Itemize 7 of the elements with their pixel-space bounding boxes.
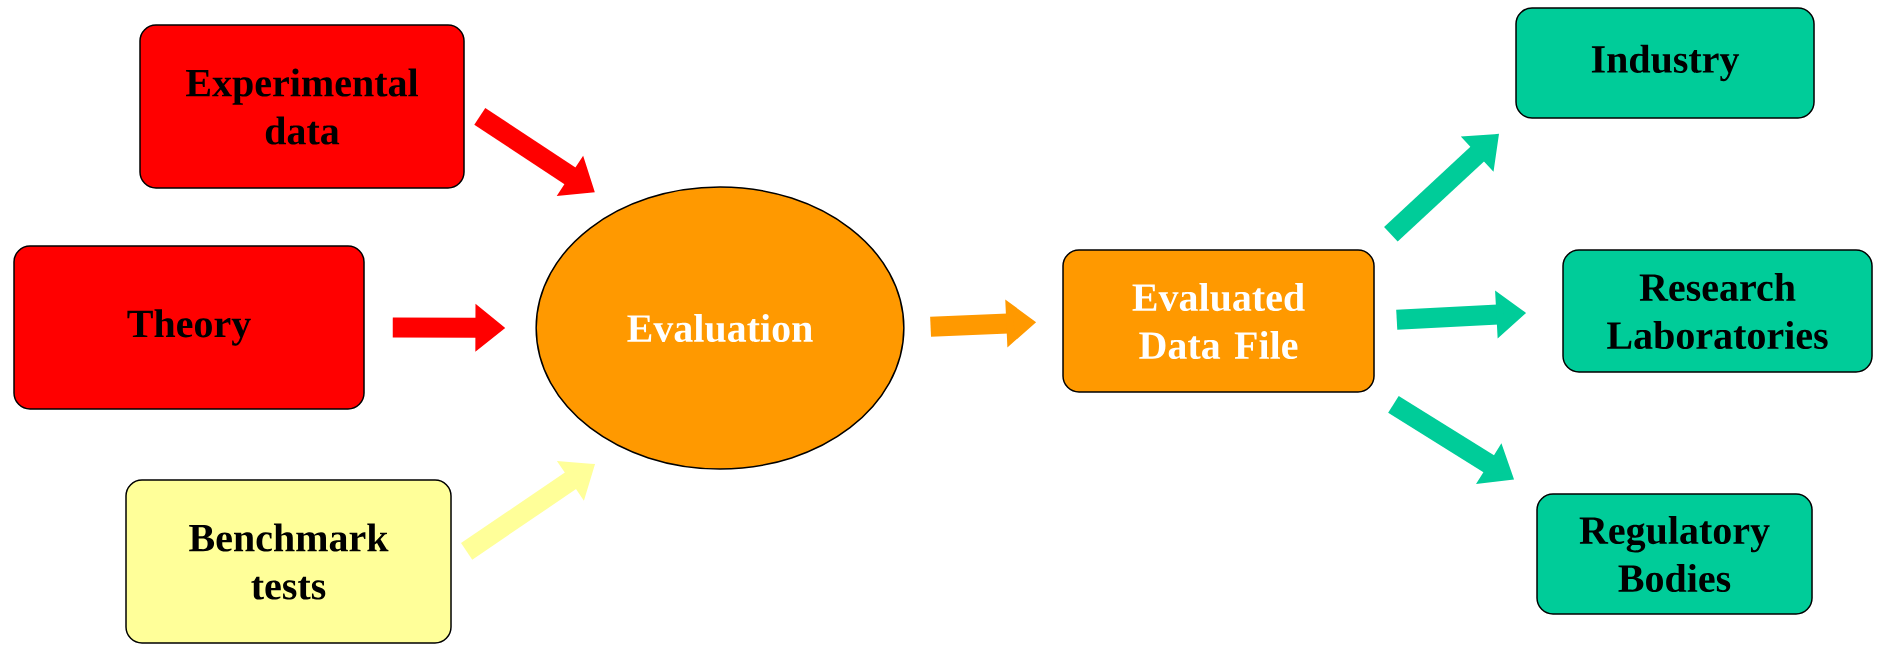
process-box: Industry — [1515, 7, 1815, 119]
process-box: Experimental data — [139, 24, 465, 189]
process-box: Evaluated Data File — [1062, 249, 1375, 393]
process-box: Theory — [13, 245, 365, 410]
process-box: Regulatory Bodies — [1536, 493, 1813, 615]
process-box: Benchmark tests — [125, 479, 452, 644]
process-box: Research Laboratories — [1562, 249, 1873, 373]
